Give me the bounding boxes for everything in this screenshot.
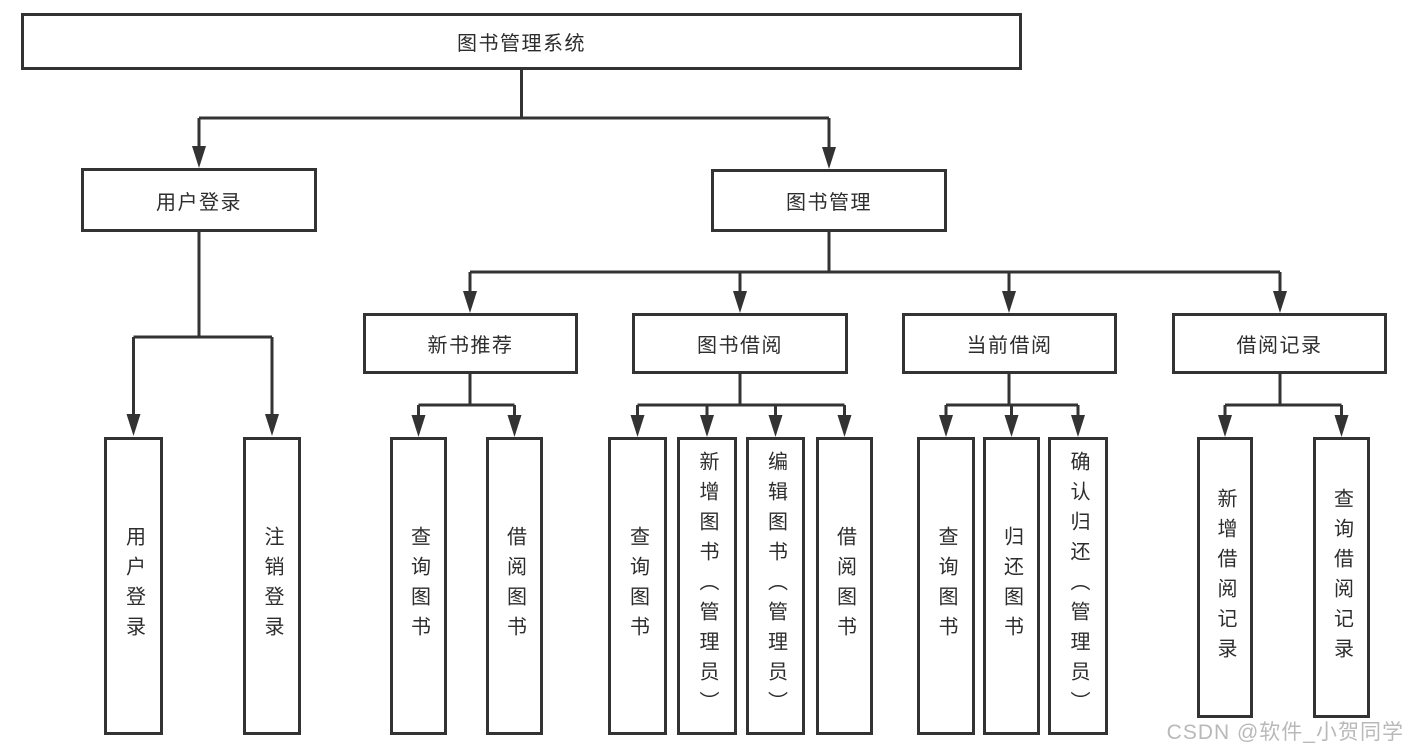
node-label: 新增借阅记录 — [1214, 487, 1236, 668]
node-label: 用户登录 — [122, 526, 145, 646]
node-borrowing-records: 借阅记录 — [1172, 313, 1387, 374]
node-label: 新增图书（管理员） — [696, 451, 718, 721]
node-label: 归还图书 — [1000, 526, 1023, 646]
node-label: 注销登录 — [261, 526, 283, 646]
node-rec-borrow-books: 借阅图书 — [486, 437, 543, 735]
node-label: 编辑图书（管理员） — [764, 451, 787, 721]
node-user-login: 用户登录 — [81, 168, 317, 232]
node-label: 借阅图书 — [833, 526, 856, 646]
node-label: 查询图书 — [407, 526, 430, 646]
node-new-book-recommend: 新书推荐 — [363, 313, 578, 374]
node-cur-return-books: 归还图书 — [983, 437, 1040, 735]
node-query-borrow-record: 查询借阅记录 — [1313, 437, 1370, 718]
node-label: 查询借阅记录 — [1330, 487, 1353, 668]
node-book-borrowing: 图书借阅 — [632, 313, 848, 374]
node-rec-query-books: 查询图书 — [390, 437, 447, 735]
node-bor-edit-books-admin: 编辑图书（管理员） — [746, 437, 805, 735]
node-book-management: 图书管理 — [711, 169, 947, 232]
node-current-borrowing: 当前借阅 — [902, 313, 1117, 374]
node-user-login-leaf: 用户登录 — [104, 437, 163, 735]
node-logout: 注销登录 — [243, 437, 301, 735]
node-add-borrow-record: 新增借阅记录 — [1197, 437, 1253, 718]
csdn-watermark: CSDN @软件_小贺同学 — [1166, 721, 1404, 744]
node-bor-add-books-admin: 新增图书（管理员） — [677, 437, 737, 735]
node-label: 查询图书 — [626, 526, 649, 646]
node-root: 图书管理系统 — [21, 13, 1022, 70]
node-bor-query-books: 查询图书 — [608, 437, 667, 735]
node-label: 查询图书 — [935, 526, 957, 646]
node-bor-borrow-books: 借阅图书 — [816, 437, 873, 735]
node-label: 借阅图书 — [503, 526, 526, 646]
node-label: 确认归还（管理员） — [1067, 451, 1089, 721]
node-cur-query-books: 查询图书 — [917, 437, 975, 735]
node-cur-confirm-return-admin: 确认归还（管理员） — [1048, 437, 1108, 735]
